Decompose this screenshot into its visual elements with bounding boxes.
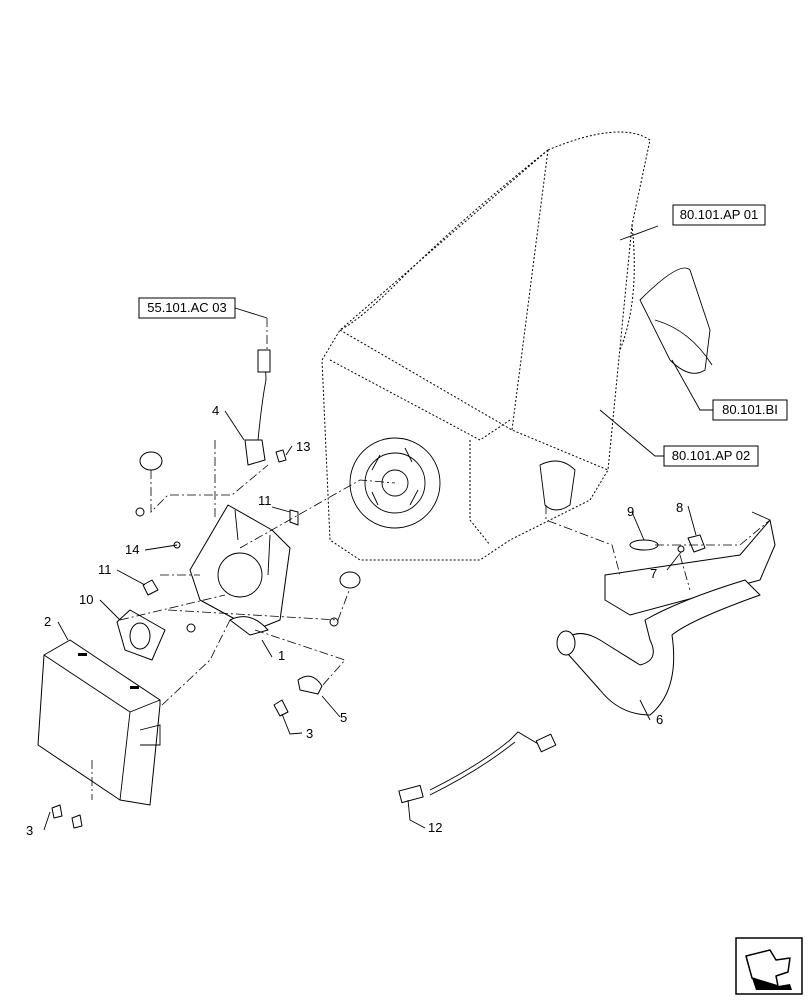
wire-harness: [398, 731, 557, 804]
callout-14: 14: [125, 542, 139, 557]
leader-lines: [43, 225, 714, 831]
callout-13: 13: [296, 439, 310, 454]
small-hardware-right: [629, 534, 706, 553]
reference-box-55-101-ac-03[interactable]: 55.101.AC 03: [138, 297, 236, 319]
callout-8: 8: [676, 500, 683, 515]
callout-4: 4: [212, 403, 219, 418]
assembly-lines: [91, 318, 771, 800]
callout-11-lower: 11: [98, 562, 112, 577]
callout-10: 10: [79, 592, 93, 607]
protective-tube: [556, 579, 761, 716]
reference-box-80-101-ap-01[interactable]: 80.101.AP 01: [672, 204, 766, 226]
reference-box-80-101-ap-02[interactable]: 80.101.AP 02: [663, 445, 759, 467]
sensor-bracket: [189, 504, 291, 636]
callout-1: 1: [278, 648, 285, 663]
small-hardware-left: [51, 449, 361, 829]
speed-sensor: [244, 349, 271, 466]
reference-box-80-101-bi[interactable]: 80.101.BI: [712, 399, 788, 421]
flange-bearing: [116, 609, 166, 661]
mounting-bracket: [604, 511, 776, 616]
chopper-housing: [321, 131, 713, 561]
callout-3-bottom: 3: [26, 823, 33, 838]
svg-text:55.101.AC 03: 55.101.AC 03: [147, 300, 227, 315]
callout-3-middle: 3: [306, 726, 313, 741]
callout-labels: 1 2 3 3 3 4 5 6 7 8 9 10 11 11 12 13 14: [26, 403, 683, 838]
next-page-arrow-icon[interactable]: [735, 937, 803, 995]
callout-12: 12: [428, 820, 442, 835]
callout-2: 2: [44, 614, 51, 629]
callout-7: 7: [650, 566, 657, 581]
callout-6: 6: [656, 712, 663, 727]
svg-text:80.101.AP 01: 80.101.AP 01: [680, 207, 759, 222]
svg-text:80.101.AP 02: 80.101.AP 02: [672, 448, 751, 463]
callout-9: 9: [627, 504, 634, 519]
svg-text:80.101.BI: 80.101.BI: [722, 402, 778, 417]
sensor-cover: [37, 639, 161, 806]
callout-5: 5: [340, 710, 347, 725]
callout-11-upper: 11: [258, 493, 272, 508]
